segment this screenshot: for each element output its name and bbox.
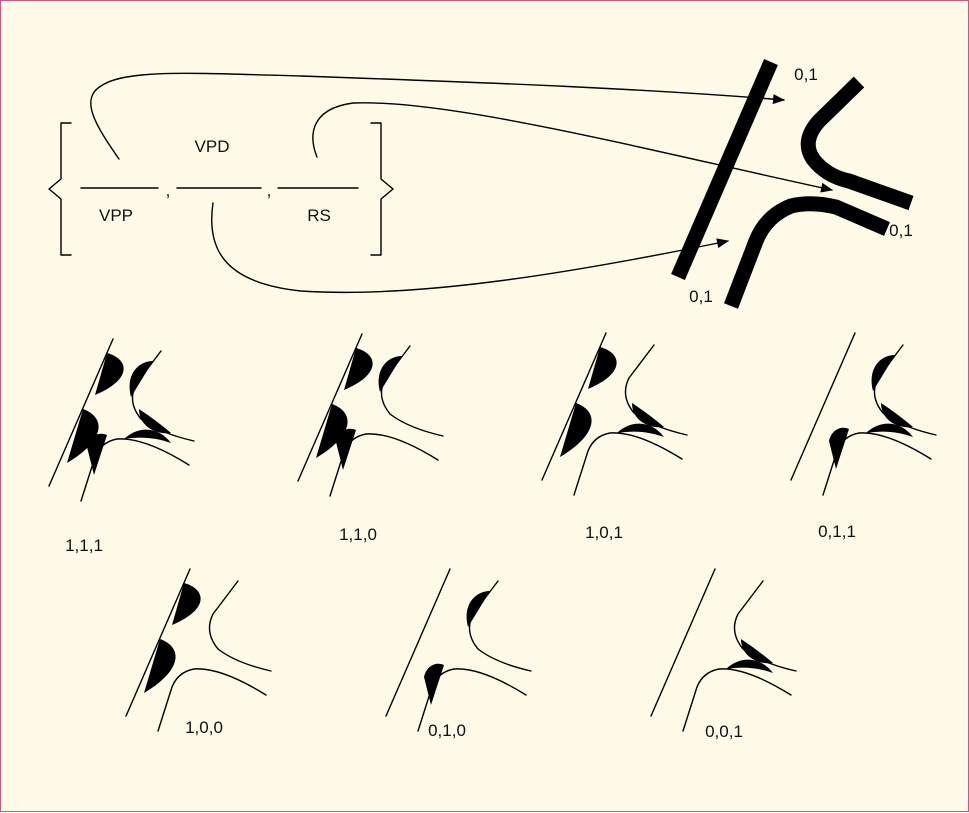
vessel-wall-line [791, 333, 855, 480]
formula-comma-2: , [267, 181, 272, 201]
lesion-upper-branch [467, 591, 490, 627]
label-branch-upper: 0,1 [889, 221, 913, 241]
variant-label: 1,1,1 [65, 536, 103, 556]
variant-label: 1,1,0 [339, 525, 377, 545]
vessel-wall-line [126, 569, 190, 716]
connector-vpd-to-lower-branch [212, 203, 728, 292]
label-vessel: 0,1 [794, 65, 818, 85]
variant-label: 1,0,0 [185, 718, 223, 738]
lesion-lower-branch [139, 409, 171, 433]
label-branch-lower: 0,1 [689, 287, 713, 307]
variant-label: 0,0,1 [705, 722, 743, 742]
lesion-lower-branch [632, 403, 664, 427]
lesion-upper-branch [379, 356, 402, 392]
variant-label: 1,0,1 [585, 523, 623, 543]
lower-branch-line [574, 433, 682, 495]
vessel-wall-line [298, 334, 362, 481]
lesion-upper-branch [424, 664, 444, 705]
lesion-upper-branch [872, 355, 895, 391]
lesion-vessel-wall [588, 347, 617, 389]
variants-layer [49, 333, 936, 731]
formula-denominator-rs: RS [307, 206, 331, 226]
lesion-vessel-wall [172, 583, 201, 625]
lesion-lower-branch [741, 639, 773, 663]
lesion-vessel-wall [144, 639, 176, 693]
vessel-wall-line [49, 339, 113, 486]
junction-lower-branch [731, 204, 887, 306]
right-brace [371, 123, 393, 255]
upper-branch-line [209, 581, 271, 671]
lesion-upper-branch [336, 429, 356, 470]
lesion-upper-branch [829, 428, 849, 469]
junction-variant [791, 333, 936, 495]
variant-label: 0,1,1 [818, 522, 856, 542]
lesion-vessel-wall [95, 353, 124, 395]
junction-variant [386, 569, 531, 731]
lesion-upper-branch [87, 434, 107, 475]
junction-upper-branch [808, 82, 911, 203]
variant-label: 0,1,0 [428, 721, 466, 741]
junction-variant [49, 339, 194, 501]
junction-variant [651, 569, 796, 731]
vessel-wall-line [651, 569, 715, 716]
vessel-wall-line [386, 569, 450, 716]
junction-variant [126, 569, 271, 731]
lesion-lower-branch [881, 403, 913, 427]
left-brace [49, 123, 71, 255]
junction-variant [298, 334, 443, 496]
formula-comma-1: , [166, 181, 171, 201]
lesion-upper-branch [130, 361, 153, 397]
formula-denominator-vpp: VPP [99, 206, 133, 226]
junction-variant [542, 333, 687, 495]
vessel-wall-line [542, 333, 606, 480]
junction-symbol [678, 62, 911, 306]
lesion-vessel-wall [560, 403, 592, 457]
lesion-vessel-wall [344, 348, 373, 390]
formula-numerator-vpd: VPD [195, 137, 230, 157]
